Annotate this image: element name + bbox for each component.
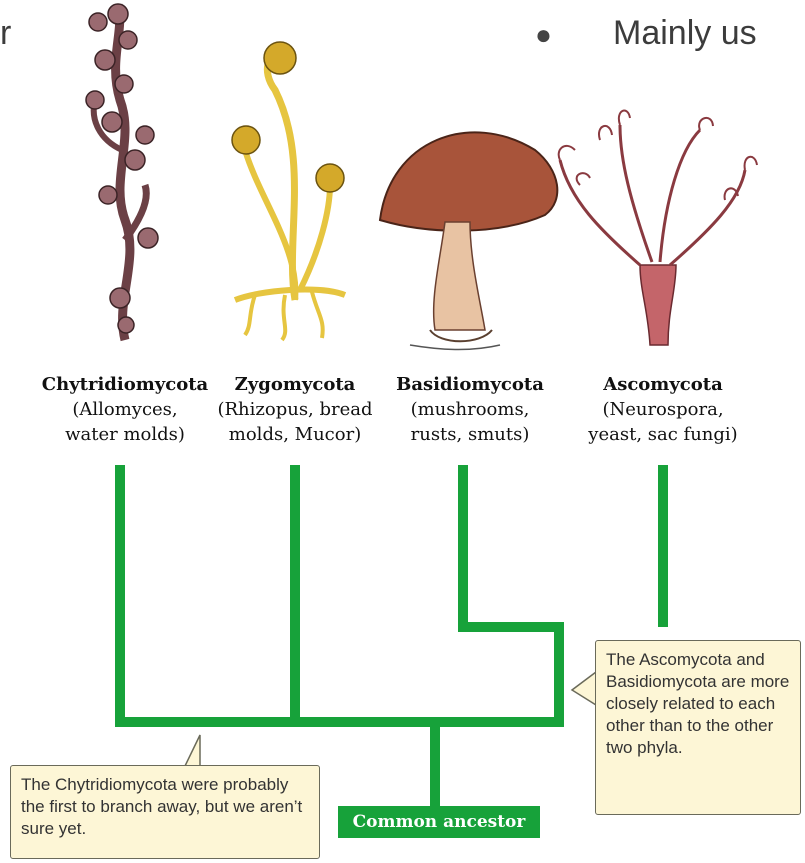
tree-branches [120,465,663,806]
taxon-examples: (Neurospora, [558,397,768,422]
callout-asco-basidio-note: The Ascomycota and Basidiomycota are mor… [595,640,801,815]
chytrid-illustration [86,4,158,340]
taxon-name: Ascomycota [558,372,768,397]
callout-right-pointer [572,672,596,705]
common-ancestor-label: Common ancestor [338,806,540,838]
taxon-examples: rusts, smuts) [365,422,575,447]
taxon-examples: yeast, sac fungi) [558,422,768,447]
taxon-ascomycota: Ascomycota (Neurospora, yeast, sac fungi… [558,372,768,447]
ascomycete-illustration [559,111,757,345]
taxon-basidiomycota: Basidiomycota (mushrooms, rusts, smuts) [365,372,575,447]
callout-left-pointer [185,735,200,766]
callout-chytridiomycota-note: The Chytridiomycota were probably the fi… [10,765,320,859]
zygomycete-illustration [232,42,345,340]
taxon-examples: (mushrooms, [365,397,575,422]
mushroom-illustration [380,132,557,349]
taxon-name: Basidiomycota [365,372,575,397]
